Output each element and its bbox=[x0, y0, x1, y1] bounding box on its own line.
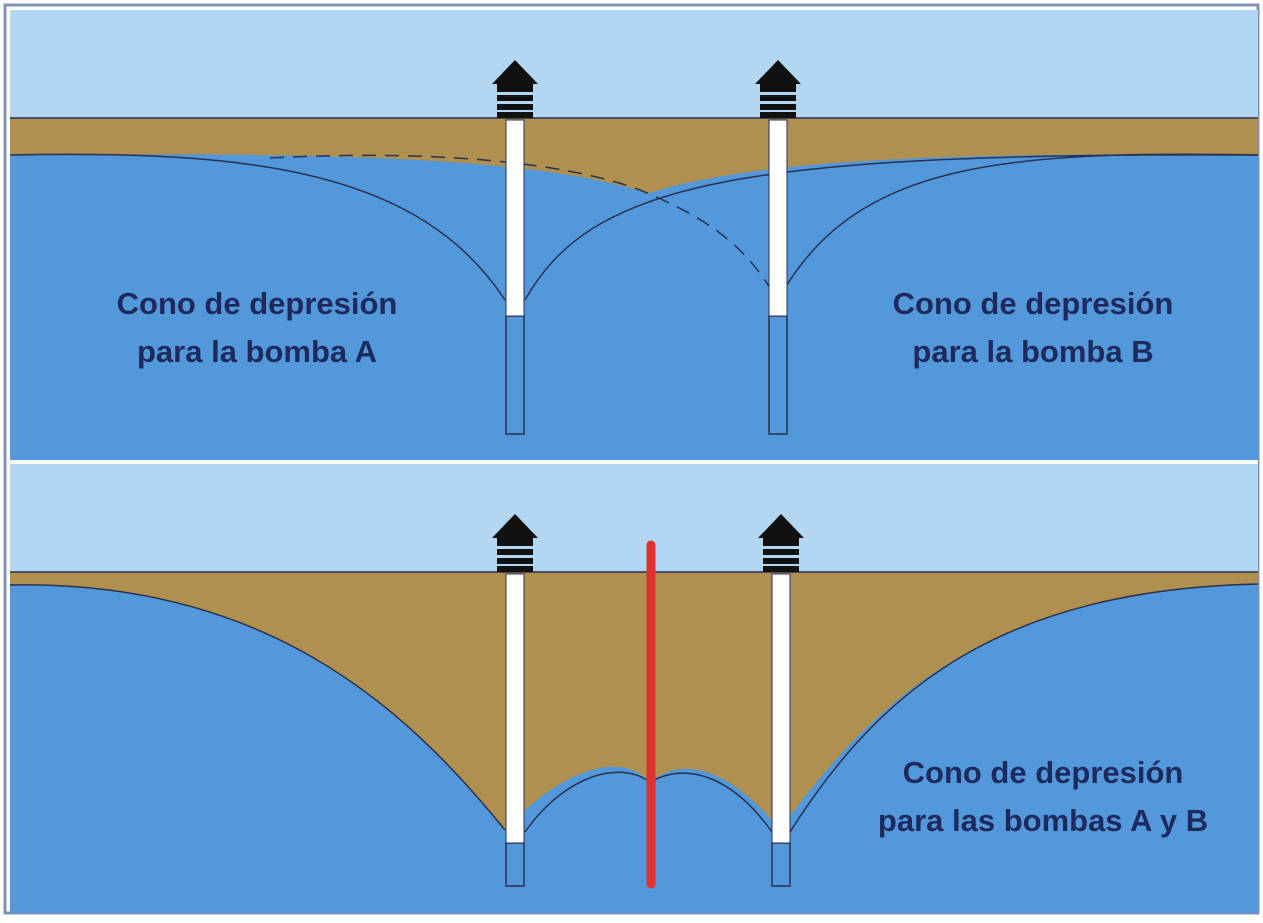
bottom-sky bbox=[10, 464, 1258, 572]
cone-a-right-edge bbox=[524, 154, 1259, 301]
well-b-casing bbox=[771, 573, 791, 844]
bottom-panel: Cono de depresión para las bombas A y B bbox=[9, 464, 1259, 913]
caption-combined-line2: para las bombas A y B bbox=[878, 803, 1208, 838]
well-b-top bbox=[755, 60, 801, 435]
well-a-casing bbox=[505, 573, 525, 844]
well-a-casing bbox=[505, 119, 525, 317]
well-a-top bbox=[492, 60, 538, 435]
cone-b-right-edge bbox=[784, 153, 1259, 289]
top-sky bbox=[10, 10, 1258, 118]
top-panel: Cono de depresión para la bomba A Cono d… bbox=[9, 10, 1259, 460]
cone-a-left-edge bbox=[9, 153, 506, 301]
caption-pump-a-line2: para la bomba A bbox=[137, 334, 377, 369]
combined-cone-left-edge bbox=[9, 584, 506, 831]
pump-house-icon bbox=[492, 514, 538, 572]
pump-house-icon bbox=[492, 60, 538, 118]
well-b-bottom bbox=[758, 514, 804, 887]
caption-pump-b-line1: Cono de depresión bbox=[893, 286, 1174, 321]
top-water-b bbox=[10, 154, 1258, 460]
caption-pump-a-line1: Cono de depresión bbox=[117, 286, 398, 321]
pump-house-icon bbox=[758, 514, 804, 572]
combined-cone-right-edge bbox=[789, 583, 1259, 833]
caption-pump-b-line2: para la bomba B bbox=[912, 334, 1153, 369]
pump-house-icon bbox=[755, 60, 801, 118]
panel-divider bbox=[10, 460, 1258, 464]
well-a-bottom bbox=[492, 514, 538, 887]
caption-combined-line1: Cono de depresión bbox=[903, 755, 1184, 790]
well-b-casing bbox=[768, 119, 788, 317]
